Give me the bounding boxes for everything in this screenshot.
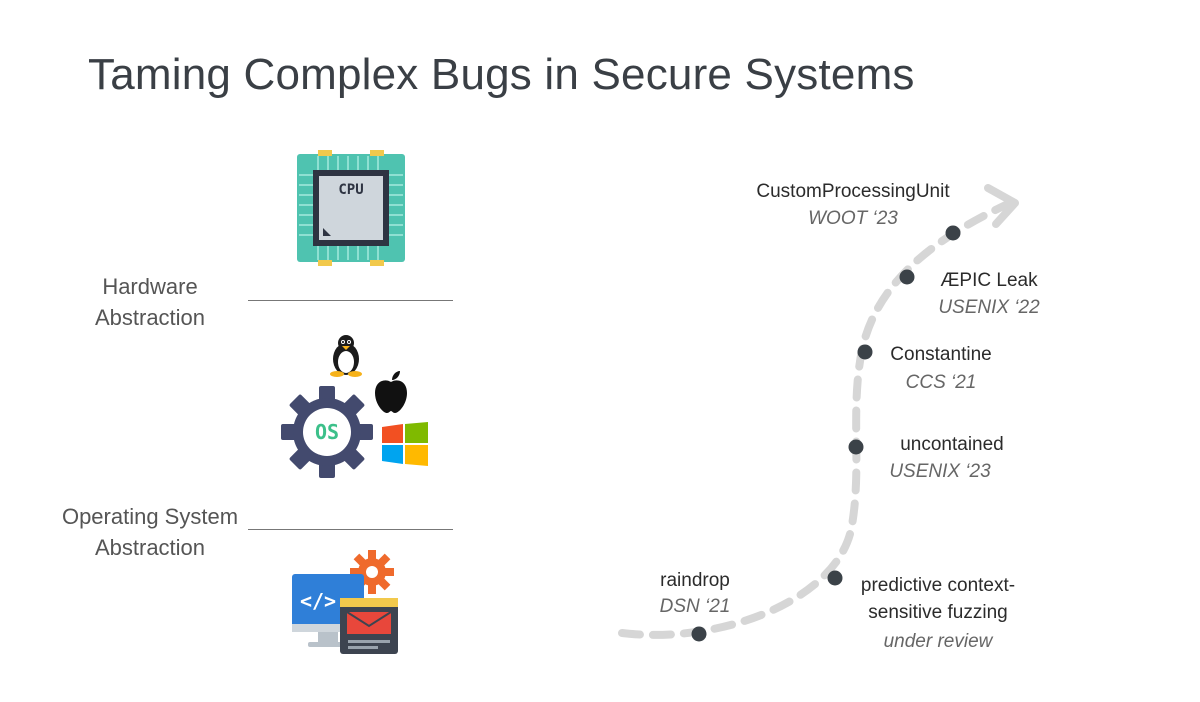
timeline-dot-raindrop [691, 626, 707, 642]
hardware-label-line2: Abstraction [94, 305, 206, 330]
pub-venue-aepic-leak: USENIX ‘22 [938, 297, 1040, 318]
pub-name-fuzzing-line2: sensitive fuzzing [868, 602, 1008, 623]
pub-name-custom-processing-unit: CustomProcessingUnit [756, 181, 950, 202]
pub-venue-uncontained: USENIX ‘23 [889, 461, 991, 482]
os-divider [248, 529, 453, 530]
application-icon: </> [292, 550, 398, 654]
os-gear-icon: OS [281, 386, 373, 478]
hardware-abstraction-label: Hardware Abstraction [70, 271, 230, 333]
hardware-label-line1: Hardware [102, 274, 198, 299]
timeline-dashed-line [618, 199, 1014, 639]
os-gear-label: OS [315, 420, 339, 444]
pub-name-raindrop: raindrop [660, 570, 730, 591]
os-label-line2: Abstraction [94, 535, 206, 560]
apple-icon [375, 371, 407, 413]
pub-name-uncontained: uncontained [900, 434, 1004, 455]
slide-title: Taming Complex Bugs in Secure Systems [88, 50, 915, 99]
timeline-dot-constantine [857, 344, 873, 360]
cpu-icon: CPU [297, 150, 405, 266]
timeline-dot-uncontained [848, 439, 864, 455]
pub-venue-fuzzing: under review [883, 631, 993, 652]
os-abstraction-label: Operating System Abstraction [50, 501, 250, 563]
timeline-arrowhead [984, 184, 1019, 228]
os-label-line1: Operating System [61, 504, 239, 529]
pub-venue-custom-processing-unit: WOOT ‘23 [808, 208, 898, 229]
pub-name-fuzzing-line1: predictive context- [860, 575, 1016, 596]
timeline-dot-custom-processing-unit [945, 225, 961, 241]
code-icon-label: </> [300, 589, 336, 613]
linux-icon [330, 335, 362, 377]
timeline-dot-aepic-leak [899, 269, 915, 285]
windows-icon [382, 422, 428, 466]
cpu-icon-label: CPU [338, 182, 363, 198]
pub-venue-constantine: CCS ‘21 [905, 372, 977, 393]
pub-name-constantine: Constantine [890, 344, 992, 365]
pub-name-aepic-leak: ÆPIC Leak [940, 270, 1038, 291]
timeline-dot-fuzzing [827, 570, 843, 586]
hardware-divider [248, 300, 453, 301]
pub-venue-raindrop: DSN ‘21 [659, 596, 731, 617]
